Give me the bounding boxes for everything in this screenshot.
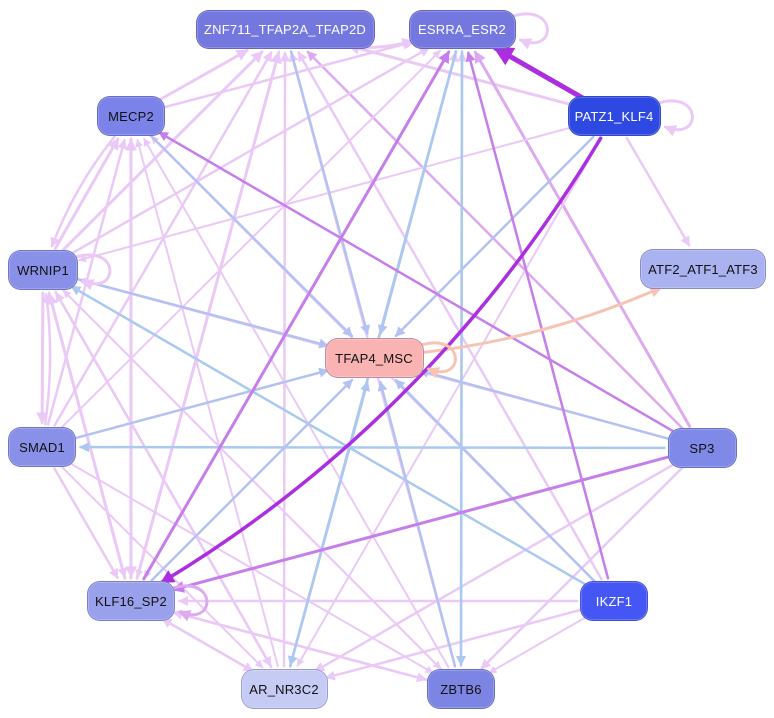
edge-sp3-to-smad1 [79, 442, 666, 453]
node-label: ZNF711_TFAP2A_TFAP2D [204, 21, 366, 37]
edge-esr-to-zbtb6 [456, 50, 467, 666]
self-loop-klf16 [171, 584, 209, 622]
edge-ar-to-znf [279, 51, 290, 668]
edge-klf16-to-zbtb6 [171, 610, 427, 683]
edge-ikzf1-to-ar [324, 608, 582, 681]
edge-patz1-to-wrnip1 [78, 126, 573, 263]
edge-sp3-to-esr [473, 50, 692, 428]
node-label: ESRRA_ESR2 [418, 21, 506, 37]
edge-mecp2-to-esr [163, 39, 415, 109]
self-loop-tfap4 [420, 341, 457, 379]
edge-tfap4-to-atf2 [423, 286, 663, 354]
edge-sp3-to-znf [306, 50, 684, 430]
node-tfap4[interactable]: TFAP4_MSC [324, 338, 424, 378]
edge-smad1-to-esr [60, 49, 441, 429]
node-smad1[interactable]: SMAD1 [8, 427, 76, 467]
edge-patz1-to-tfap4 [394, 135, 595, 338]
edge-ikzf1-to-tfap4 [394, 378, 596, 583]
node-label: AR_NR3C2 [249, 681, 319, 697]
edge-zbtb6-to-mecp2 [143, 137, 450, 669]
edge-wrnip1-to-mecp2 [53, 137, 120, 250]
edge-smad1-to-klf16 [53, 467, 119, 579]
edge-wrnip1-to-ar [54, 290, 272, 667]
edge-mecp2-to-tfap4 [149, 134, 354, 338]
node-label: MECP2 [108, 108, 154, 124]
edge-smad1-to-tfap4 [74, 367, 330, 440]
self-loop-wrnip1 [74, 253, 112, 291]
edge-mecp2-to-wrnip1 [50, 135, 116, 248]
node-label: ATF2_ATF1_ATF3 [648, 261, 758, 277]
edge-znf-to-tfap4 [289, 50, 371, 336]
edge-smad1-to-wrnip1 [42, 292, 53, 426]
node-label: PATZ1_KLF4 [574, 108, 654, 124]
edge-klf16-to-tfap4 [150, 378, 354, 582]
edge-patz1-to-ar [296, 137, 603, 667]
node-label: KLF16_SP2 [95, 593, 167, 609]
node-sp3[interactable]: SP3 [667, 428, 737, 468]
node-label: IKZF1 [595, 593, 633, 609]
self-loop-esr [512, 12, 549, 50]
edge-patz1-to-klf16 [160, 136, 603, 585]
node-mecp2[interactable]: MECP2 [97, 96, 165, 136]
edge-patz1-to-esr [492, 45, 586, 101]
node-zbtb6[interactable]: ZBTB6 [427, 669, 495, 709]
edge-sp3-to-klf16 [171, 455, 670, 593]
edge-sp3-to-tfap4 [418, 368, 670, 440]
node-label: TFAP4_MSC [335, 350, 413, 366]
node-patz1[interactable]: PATZ1_KLF4 [567, 96, 661, 136]
edge-ikzf1-to-esr [465, 51, 610, 580]
edge-ikzf1-to-zbtb6 [488, 615, 588, 674]
edge-sp3-to-ar [314, 462, 676, 673]
edge-wrnip1-to-smad1 [36, 291, 49, 425]
edge-wrnip1-to-esr [69, 46, 430, 256]
edge-mecp2-to-znf [156, 48, 249, 102]
node-ar[interactable]: AR_NR3C2 [240, 669, 328, 709]
edge-sp3-to-mecp2 [158, 131, 677, 434]
node-klf16[interactable]: KLF16_SP2 [87, 581, 175, 621]
edge-wrnip1-to-tfap4 [76, 277, 330, 349]
node-wrnip1[interactable]: WRNIP1 [8, 250, 78, 290]
node-label: SMAD1 [19, 439, 65, 455]
node-atf2[interactable]: ATF2_ATF1_ATF3 [640, 249, 766, 289]
edge-ikzf1-to-znf [297, 51, 603, 581]
self-loop-patz1 [657, 99, 694, 137]
edge-klf16-to-ar [160, 617, 254, 673]
node-esr[interactable]: ESRRA_ESR2 [408, 9, 516, 49]
node-label: SP3 [689, 440, 715, 456]
edge-klf16-to-esr [142, 50, 451, 581]
node-label: WRNIP1 [17, 262, 69, 278]
node-label: ZBTB6 [440, 681, 482, 697]
edge-patz1-to-atf2 [625, 136, 691, 247]
edge-smad1-to-ar [60, 465, 264, 669]
node-ikzf1[interactable]: IKZF1 [580, 581, 648, 621]
edge-wrnip1-to-znf [61, 50, 264, 252]
node-znf[interactable]: ZNF711_TFAP2A_TFAP2D [195, 9, 375, 49]
edge-ikzf1-to-wrnip1 [70, 285, 589, 587]
